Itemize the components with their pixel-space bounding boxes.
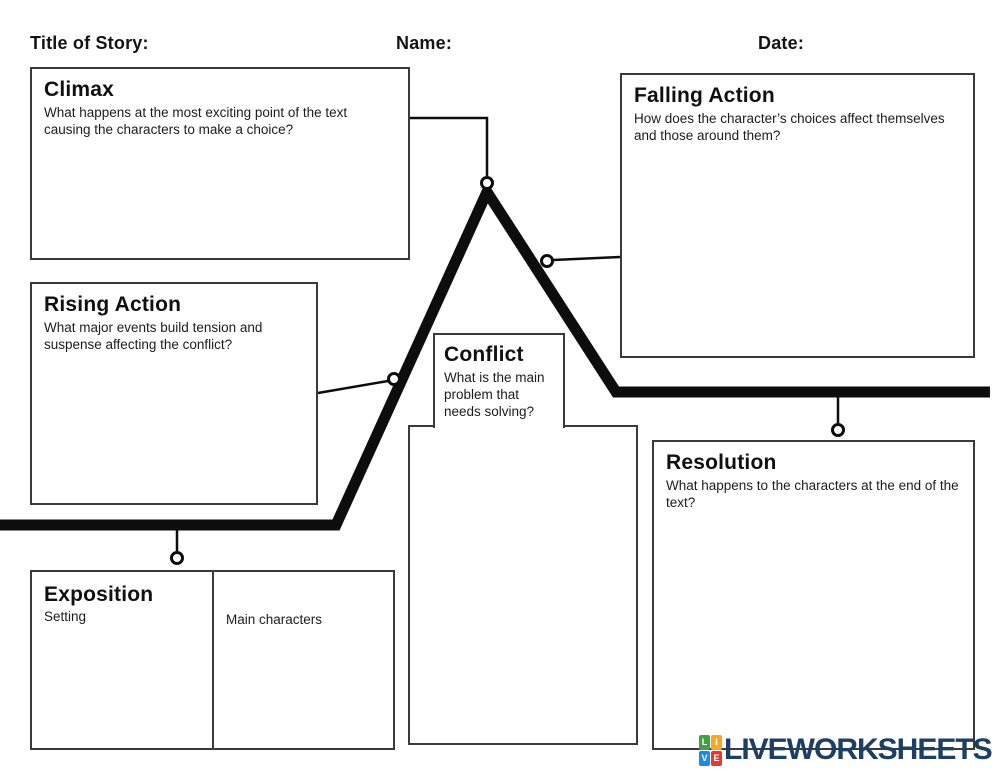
exposition-box: Exposition Setting Main characters: [30, 570, 395, 750]
logo-grid-square-i: I: [711, 734, 722, 750]
logo-grid-square-l: L: [699, 734, 710, 750]
exposition-setting-cell[interactable]: Exposition Setting: [32, 572, 214, 748]
conflict-description: What is the main problem that needs solv…: [444, 370, 545, 420]
rising-action-node-circle: [387, 372, 401, 386]
falling-action-node-circle: [540, 254, 554, 268]
falling-action-title: Falling Action: [634, 84, 775, 107]
exposition-title: Exposition: [44, 583, 154, 606]
climax-connector: [410, 116, 489, 176]
resolution-title: Resolution: [666, 451, 777, 474]
conflict-box[interactable]: Conflict What is the main problem that n…: [433, 333, 565, 428]
climax-description: What happens at the most exciting point …: [44, 105, 348, 138]
title-of-story-label: Title of Story:: [30, 33, 149, 53]
rising-action-box[interactable]: Rising Action What major events build te…: [30, 282, 318, 505]
climax-box[interactable]: Climax What happens at the most exciting…: [30, 67, 410, 260]
logo-grid-square-v: V: [699, 750, 710, 766]
falling-action-connector: [552, 255, 621, 262]
name-label: Name:: [396, 33, 453, 53]
resolution-description: What happens to the characters at the en…: [666, 478, 959, 511]
rising-action-connector: [317, 379, 389, 395]
resolution-box[interactable]: Resolution What happens to the character…: [652, 440, 975, 750]
main-characters-label: Main characters: [226, 612, 323, 627]
falling-action-box[interactable]: Falling Action How does the character’s …: [620, 73, 975, 358]
climax-node-circle: [480, 176, 494, 190]
exposition-main-characters-cell[interactable]: Main characters: [214, 572, 393, 748]
rising-action-description: What major events build tension and susp…: [44, 320, 263, 353]
climax-title: Climax: [44, 78, 115, 101]
rising-action-title: Rising Action: [44, 293, 182, 316]
logo-text: LIVEWORKSHEETS: [724, 733, 993, 766]
exposition-node-circle: [170, 551, 184, 565]
setting-label: Setting: [44, 609, 87, 625]
conflict-title: Conflict: [444, 343, 524, 366]
falling-action-description: How does the character’s choices affect …: [634, 111, 945, 144]
date-label: Date:: [758, 33, 805, 53]
logo-grid-square-e: E: [711, 750, 722, 766]
conflict-answer-box[interactable]: [408, 425, 638, 745]
resolution-node-circle: [831, 423, 845, 437]
